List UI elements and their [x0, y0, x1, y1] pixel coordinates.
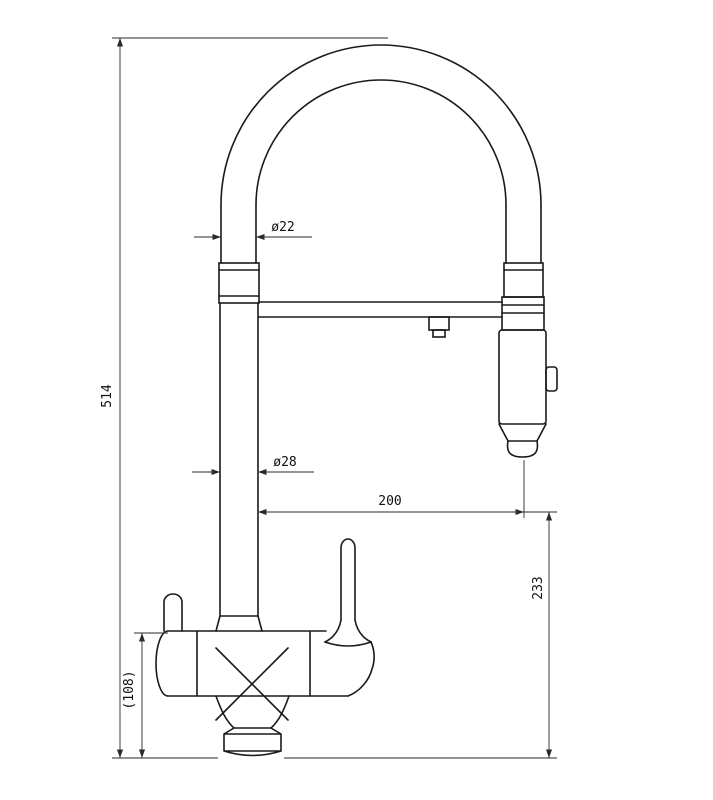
lever-cone	[324, 619, 372, 643]
dimension-total-height	[112, 37, 388, 759]
riser-coupling-bands	[218, 269, 260, 297]
support-bar	[258, 301, 503, 338]
spray-head-body	[498, 329, 547, 425]
support-bar-edges	[258, 301, 503, 318]
label-riser-diameter: ø28	[273, 455, 296, 470]
spray-head-button	[545, 366, 558, 392]
spray-coupling-sleeve	[503, 262, 544, 298]
side-lever	[324, 538, 375, 697]
body-seams	[196, 630, 311, 697]
riser-base-collar	[215, 615, 263, 632]
riser-edges	[219, 302, 259, 617]
mixer-body	[155, 593, 349, 757]
riser-coupling-sleeve	[218, 262, 260, 304]
riser-column	[215, 302, 263, 632]
lever-stick	[340, 538, 356, 621]
dimension-reach	[258, 460, 557, 518]
label-total-height: 514	[100, 384, 115, 408]
spray-holder-rings	[501, 304, 545, 314]
base-flange	[223, 727, 282, 757]
cone-cross-lines	[215, 647, 289, 721]
support-bar-clip	[428, 316, 450, 331]
spout-right-tube	[505, 204, 542, 264]
spout-inner-arc	[255, 79, 507, 206]
label-spout-diameter: ø22	[271, 220, 294, 235]
base-funnel	[215, 695, 290, 729]
faucet-outline	[155, 44, 558, 757]
label-reach: 200	[378, 494, 401, 509]
body-left-cap	[155, 630, 169, 697]
gooseneck-spout	[220, 44, 542, 264]
spout-outer-arc	[220, 44, 542, 206]
riser-coupling	[218, 262, 260, 304]
spray-head-coupling	[501, 262, 545, 331]
support-bar-clip-detail	[432, 329, 446, 338]
spout-left-tube	[220, 204, 257, 264]
label-body-width: (108)	[122, 670, 137, 709]
body-horizontal-edges	[167, 630, 349, 697]
lever-cone-base	[324, 641, 372, 647]
left-mini-lever	[163, 593, 183, 632]
dimension-outlet-height	[284, 511, 557, 759]
dimensions	[112, 37, 557, 759]
dimension-body-width	[134, 632, 168, 758]
body-right-cap	[347, 641, 375, 697]
spray-nozzle-tip	[506, 440, 539, 458]
spray-head-taper	[498, 423, 547, 442]
label-outlet-height: 233	[531, 576, 546, 599]
dimension-labels: 514 (108) ø22 ø28 200 233	[100, 220, 546, 710]
spray-head	[498, 329, 558, 458]
